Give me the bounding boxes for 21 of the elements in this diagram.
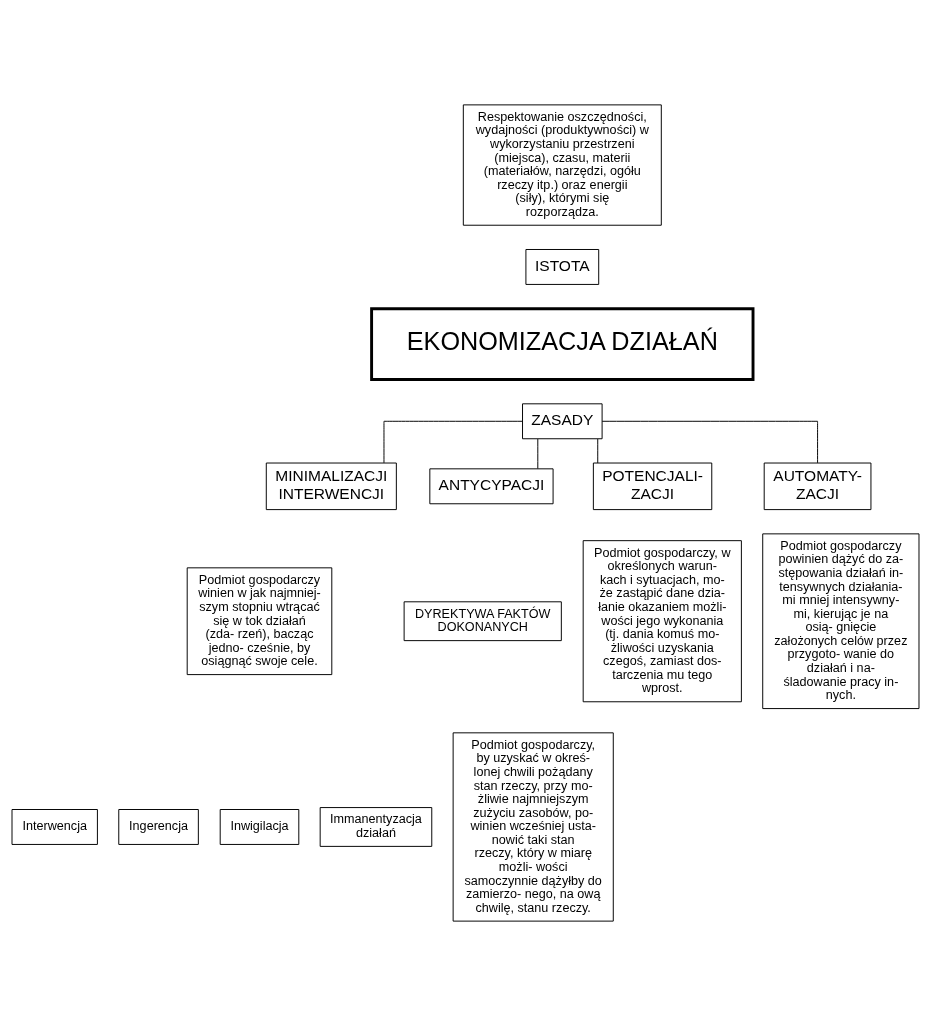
node-box: AUTOMATY- ZACJI [763, 462, 872, 511]
connector [597, 438, 599, 464]
connector [383, 420, 523, 464]
node-box: EKONOMIZACJA DZIAŁAŃ [370, 307, 755, 381]
node-box: Ingerencja [118, 809, 199, 845]
node-box: Podmiot gospodarczy, by uzyskać w okreś- lonej chwili pożądany stan rzeczy, przy mo- żliwie najmniejszym zużyciu zasobów, po- winien wcześniej usta- nowić taki stan rzeczy, który w miarę możli- wości samoczynnie dążyłby do zamierzo- nego, na ową chwilę, stanu rzeczy. [452, 732, 614, 922]
node-box: Respektowanie oszczędności, wydajności (produktywności) w wykorzystaniu przestrzeni (miejsca), czasu, materii (materiałów, narzędzi, ogółu rzeczy itp.) oraz energii (siły), którymi się rozporządza. [462, 104, 662, 226]
node-box: Podmiot gospodarczy winien w jak najmniej- szym stopniu wtrącać się w tok działań (zda- rzeń), bacząc jedno- cześnie, by osiągnąć swoje cele. [186, 567, 333, 676]
connector [537, 438, 539, 470]
node-box: DYREKTYWA FAKTÓW DOKONANYCH [403, 601, 562, 642]
node-box: Interwencja [11, 809, 98, 845]
node-box: ISTOTA [525, 249, 600, 285]
node-box: Podmiot gospodarczy powinien dążyć do za- stępowania działań in- tensywnych działania- mi mniej intensywny- mi, kierując je na osią- gnięcie założonych celów przez przygoto- wanie do działań i na- śladowanie pracy in- nych. [762, 533, 920, 710]
node-box: Immanentyzacja działań [319, 807, 433, 847]
node-box: ANTYCYPACJI [429, 468, 554, 505]
node-box: POTENCJALI- ZACJI [592, 462, 713, 511]
node-box: Inwigilacja [219, 809, 300, 845]
node-box: MINIMALIZACJI INTERWENCJI [265, 462, 397, 511]
node-box: ZASADY [522, 403, 603, 440]
node-box: Podmiot gospodarczy, w określonych warun- kach i sytuacjach, mo- że zastąpić dane dzia- łanie okazaniem możli- wości jego wykonania (tj. dania komuś mo- żliwości uzyskania czegoś, zamiast dos- tarczenia mu tego wprost. [582, 540, 742, 703]
connector [601, 420, 819, 464]
